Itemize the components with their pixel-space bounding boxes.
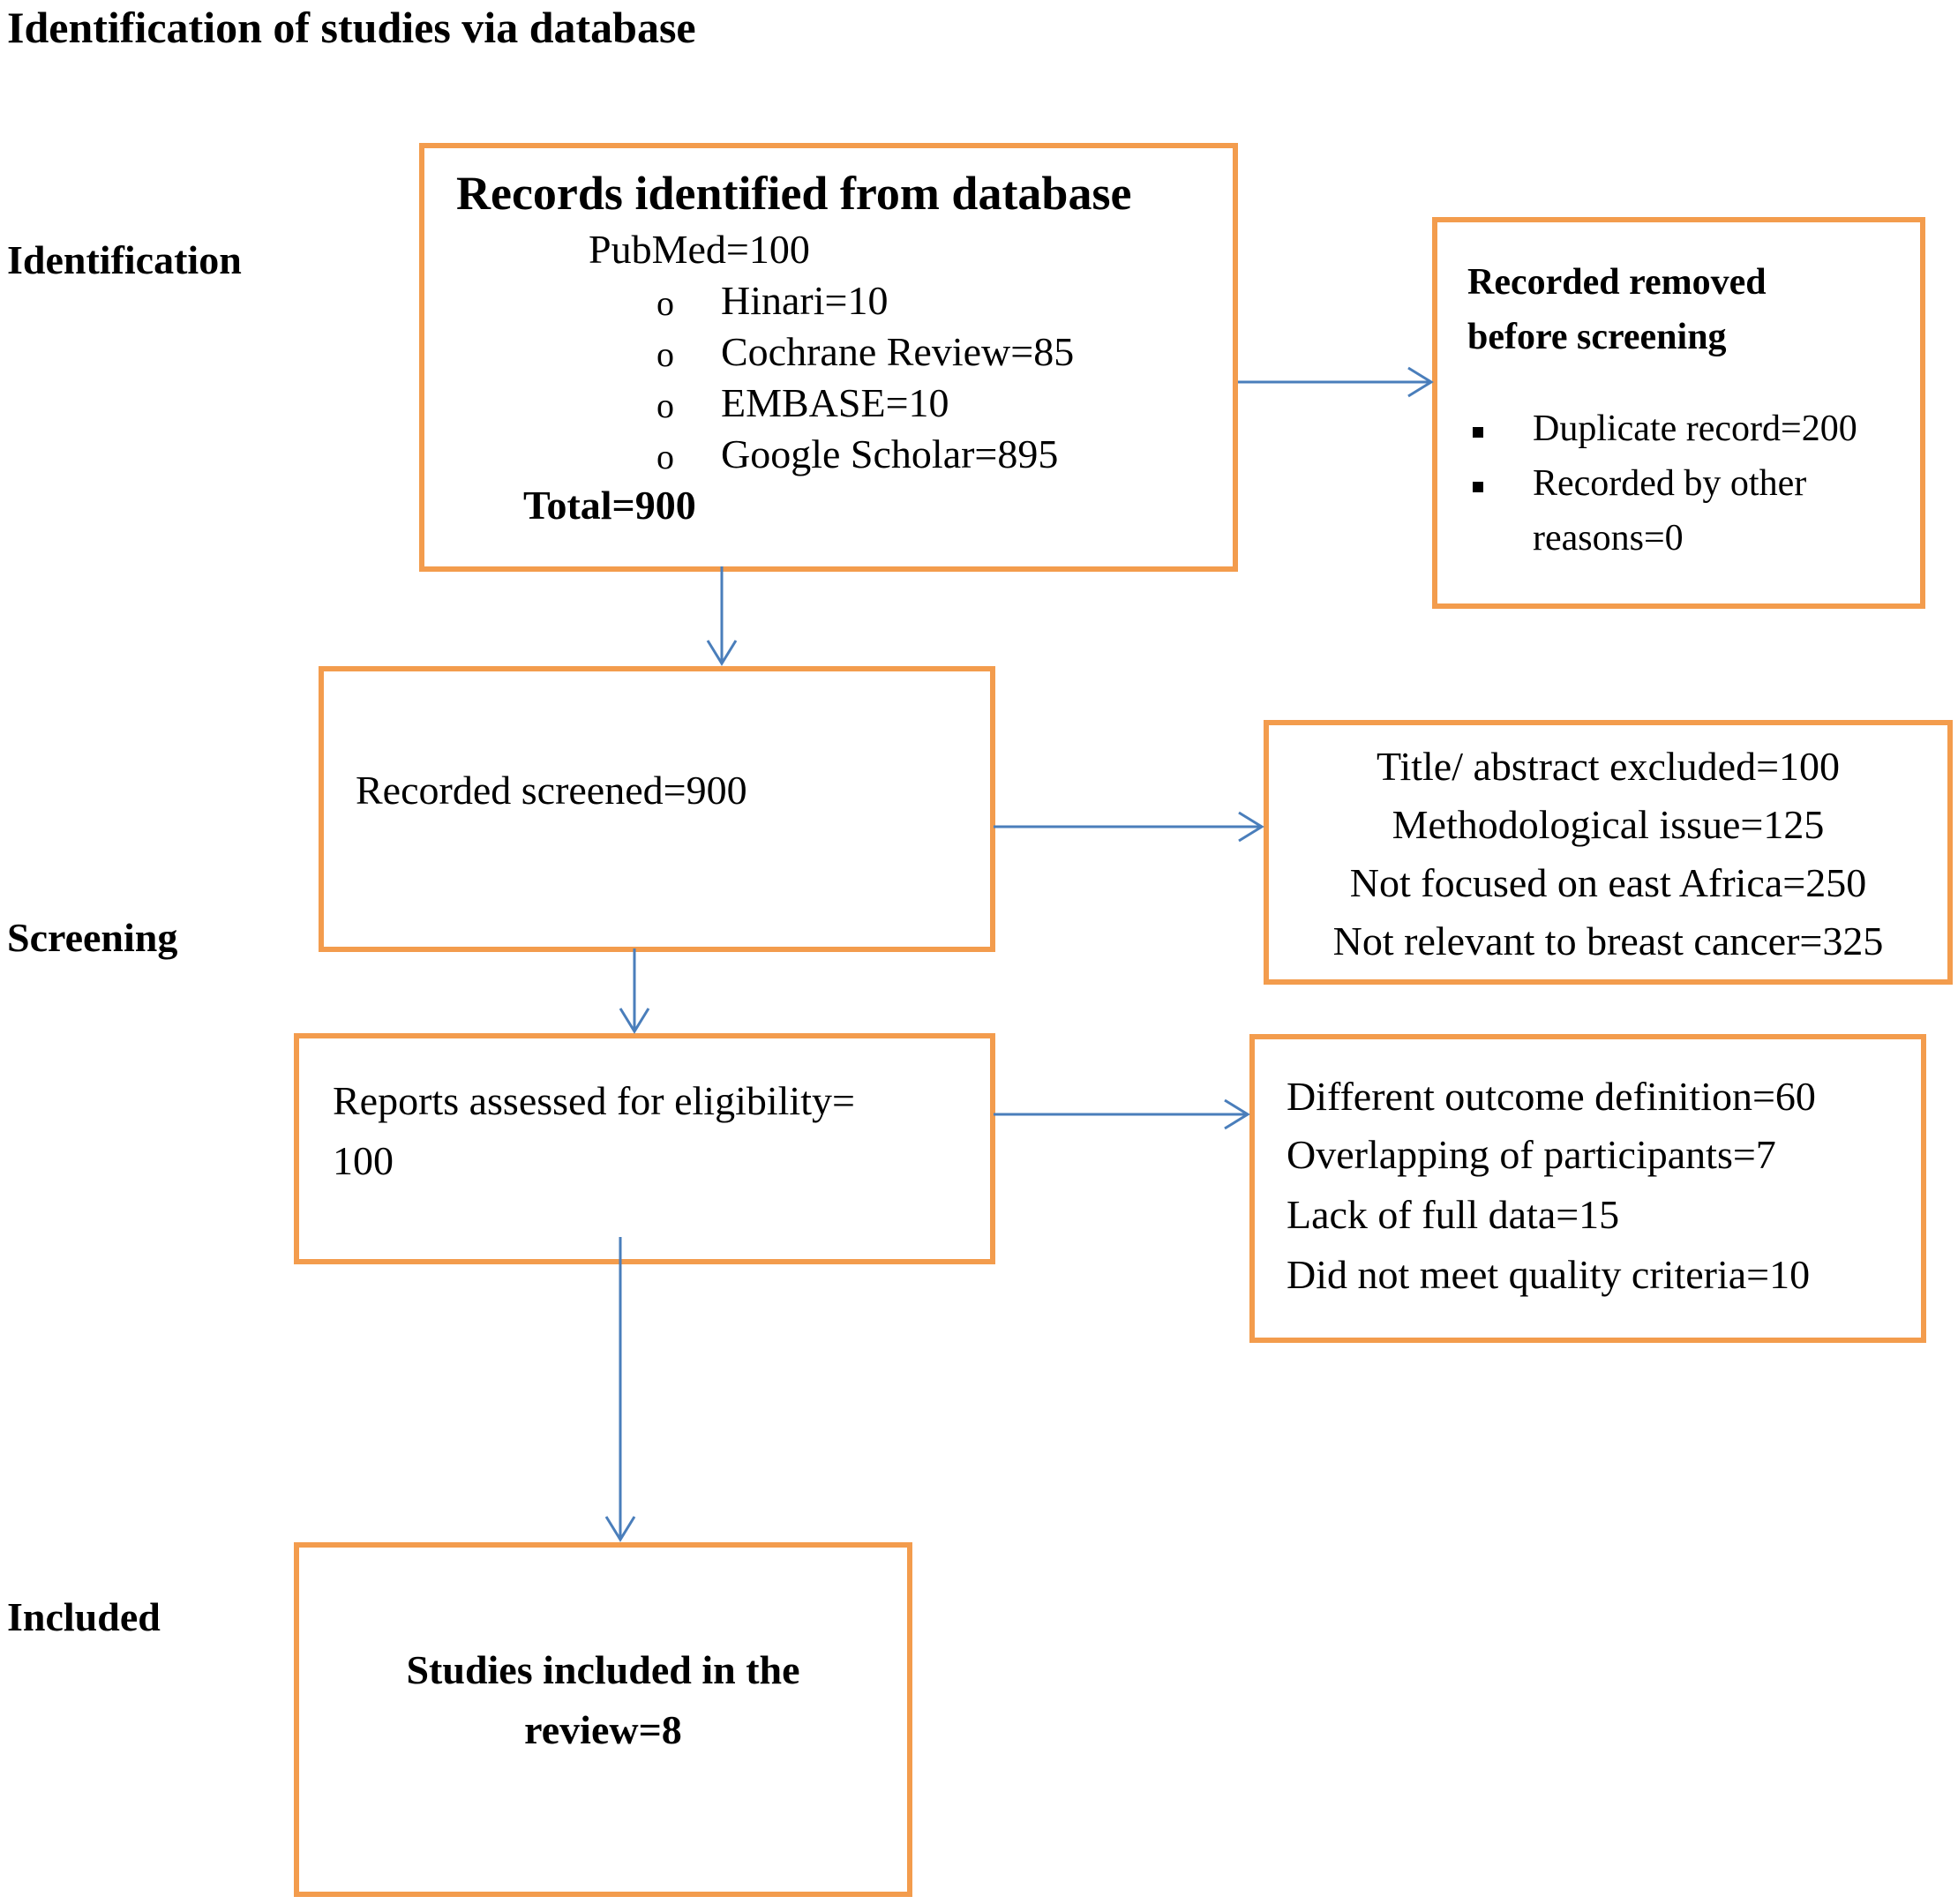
quality-criteria-not-met: Did not meet quality criteria=10 — [1287, 1252, 1811, 1297]
screening-exclusions-box: Title/ abstract excluded=100 Methodologi… — [1264, 720, 1953, 985]
included-line2: review=8 — [524, 1707, 682, 1752]
arrow-screened-to-eligibility — [619, 948, 650, 1034]
source-bullet: o — [656, 437, 674, 476]
records-screened-label: Recorded screened=900 — [356, 768, 747, 813]
title-abstract-excluded: Title/ abstract excluded=100 — [1376, 744, 1841, 789]
arrow-eligibility-to-included — [604, 1237, 636, 1542]
included-line1: Studies included in the — [406, 1647, 800, 1692]
different-outcome-definition: Different outcome definition=60 — [1287, 1074, 1816, 1119]
source-hinari: Hinari=10 — [721, 278, 889, 323]
source-embase: EMBASE=10 — [721, 380, 949, 425]
square-bullet — [1473, 427, 1483, 438]
arrow-screened-to-exclusions — [994, 811, 1264, 843]
eligibility-line2: 100 — [333, 1138, 394, 1183]
eligibility-line1: Reports assessed for eligibility= — [333, 1078, 855, 1123]
stage-label-screening: Screening — [7, 915, 178, 960]
source-bullet: o — [656, 386, 674, 425]
records-identified-box: Records identified from database PubMed=… — [419, 143, 1238, 572]
removed-heading-line1: Recorded removed — [1467, 262, 1767, 303]
diagram-title: Identification of studies via database — [7, 3, 696, 52]
eligibility-box: Reports assessed for eligibility= 100 — [294, 1033, 995, 1264]
removed-heading-line2: before screening — [1467, 317, 1727, 357]
arrow-eligibility-to-exclusions — [994, 1098, 1250, 1130]
source-bullet: o — [656, 334, 674, 374]
square-bullet — [1473, 482, 1483, 492]
other-reasons-line2: reasons=0 — [1533, 518, 1684, 558]
pubmed-count: PubMed=100 — [589, 227, 810, 272]
stage-label-included: Included — [7, 1594, 161, 1639]
lack-of-full-data: Lack of full data=15 — [1287, 1192, 1620, 1237]
arrow-identified-to-removed — [1238, 366, 1434, 398]
total-count: Total=900 — [523, 483, 696, 528]
source-bullet: o — [656, 283, 674, 323]
removed-before-screening-box: Recorded removed before screening Duplic… — [1432, 217, 1925, 609]
source-google-scholar: Google Scholar=895 — [721, 431, 1059, 476]
not-focused-east-africa: Not focused on east Africa=250 — [1349, 860, 1867, 905]
duplicate-records: Duplicate record=200 — [1533, 409, 1857, 449]
eligibility-exclusions-box: Different outcome definition=60 Overlapp… — [1249, 1034, 1926, 1343]
source-cochrane: Cochrane Review=85 — [721, 329, 1075, 374]
stage-label-identification: Identification — [7, 237, 242, 282]
overlapping-participants: Overlapping of participants=7 — [1287, 1132, 1776, 1177]
arrow-identified-to-screened — [706, 566, 738, 666]
not-relevant-breast-cancer: Not relevant to breast cancer=325 — [1332, 918, 1884, 963]
records-screened-box: Recorded screened=900 — [319, 666, 995, 952]
other-reasons-line1: Recorded by other — [1533, 463, 1807, 504]
studies-included-box: Studies included in the review=8 — [294, 1542, 912, 1897]
records-identified-heading: Records identified from database — [456, 167, 1132, 220]
methodological-issue: Methodological issue=125 — [1392, 802, 1825, 847]
